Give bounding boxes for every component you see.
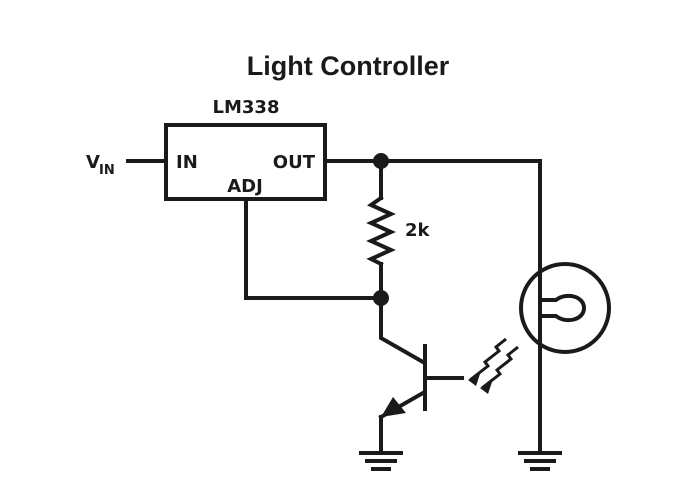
- resistor-2k-icon: [366, 195, 396, 267]
- lamp-filament-icon: [540, 293, 587, 323]
- collector-wire: [379, 296, 426, 365]
- regulator-ic: LM338 IN OUT ADJ: [164, 97, 327, 201]
- lamp: [519, 262, 611, 354]
- lamp-bulb-icon: [519, 262, 611, 354]
- diagram-title: Light Controller: [247, 51, 450, 81]
- light-rays-icon: [468, 337, 519, 394]
- ground-left-icon: [359, 451, 403, 471]
- emitter-arrow-icon: [381, 397, 406, 417]
- pin-in-label: IN: [176, 152, 198, 173]
- ground-right-icon: [518, 451, 562, 471]
- input-voltage-label: V IN: [86, 152, 115, 178]
- adjust-wire: [244, 197, 383, 300]
- phototransistor: [378, 296, 464, 454]
- regulator-part-number: LM338: [213, 97, 280, 118]
- vin-main: V: [86, 152, 100, 173]
- pin-out-label: OUT: [273, 152, 316, 173]
- pin-adj-label: ADJ: [227, 176, 263, 197]
- vin-subscript: IN: [99, 163, 115, 178]
- resistor-value-label: 2k: [405, 220, 431, 241]
